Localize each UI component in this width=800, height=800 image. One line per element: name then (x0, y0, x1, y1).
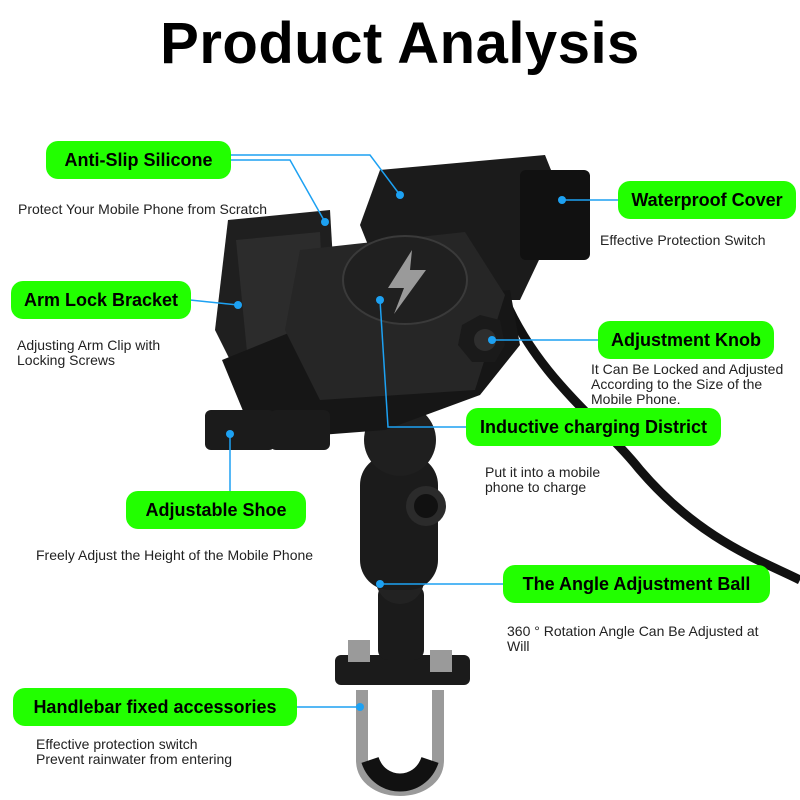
desc-line: Freely Adjust the Height of the Mobile P… (36, 547, 314, 563)
label-anti-slip-silicone: Anti-Slip Silicone (46, 141, 231, 179)
desc-adjustable-shoe: Freely Adjust the Height of the Mobile P… (36, 548, 313, 563)
label-waterproof-cover: Waterproof Cover (618, 181, 796, 219)
label-angle-adjustment-ball: The Angle Adjustment Ball (503, 565, 770, 603)
desc-line: According to the Size of the (591, 376, 763, 392)
label-adjustment-knob: Adjustment Knob (598, 321, 774, 359)
label-inductive-charging-district: Inductive charging District (466, 408, 721, 446)
page-title: Product Analysis (160, 11, 640, 76)
desc-adjustment-knob: It Can Be Locked and Adjusted According … (591, 362, 783, 407)
label-adjustable-shoe: Adjustable Shoe (126, 491, 306, 529)
leader-dot (376, 580, 384, 588)
desc-line: Mobile Phone. (591, 391, 681, 407)
desc-line: Locking Screws (17, 352, 116, 368)
leader-dot (396, 191, 404, 199)
leader-inductive-charging (379, 299, 467, 428)
desc-line: Put it into a mobile (485, 464, 601, 480)
leader-dot (376, 296, 384, 304)
desc-waterproof-cover: Effective Protection Switch (600, 233, 765, 248)
leader-dot (321, 218, 329, 226)
desc-line: It Can Be Locked and Adjusted (591, 361, 784, 377)
leader-dot (226, 430, 234, 438)
label-handlebar-fixed-accessories: Handlebar fixed accessories (13, 688, 297, 726)
leader-anti-slip-silicone-2 (231, 154, 401, 196)
desc-handlebar-fixed-accessories: Effective protection switch Prevent rain… (36, 737, 232, 767)
desc-line: 360 ° Rotation Angle Can Be Adjusted at (507, 623, 759, 639)
desc-anti-slip-silicone: Protect Your Mobile Phone from Scratch (18, 202, 267, 217)
desc-inductive-charging-district: Put it into a mobile phone to charge (485, 465, 600, 495)
leader-dot (356, 703, 364, 711)
desc-line: Protect Your Mobile Phone from Scratch (18, 201, 268, 217)
desc-line: Effective protection switch (36, 736, 198, 752)
desc-arm-lock-bracket: Adjusting Arm Clip with Locking Screws (17, 338, 160, 368)
leader-dot (488, 336, 496, 344)
label-arm-lock-bracket: Arm Lock Bracket (11, 281, 191, 319)
desc-line: Effective Protection Switch (600, 232, 766, 248)
leader-dot (558, 196, 566, 204)
desc-line: Adjusting Arm Clip with (17, 337, 161, 353)
desc-line: Will (507, 638, 530, 654)
desc-angle-adjustment-ball: 360 ° Rotation Angle Can Be Adjusted at … (507, 624, 759, 654)
desc-line: phone to charge (485, 479, 587, 495)
desc-line: Prevent rainwater from entering (36, 751, 233, 767)
leader-arm-lock-bracket (189, 299, 239, 306)
leader-dot (234, 301, 242, 309)
leader-anti-slip-silicone (231, 159, 326, 223)
